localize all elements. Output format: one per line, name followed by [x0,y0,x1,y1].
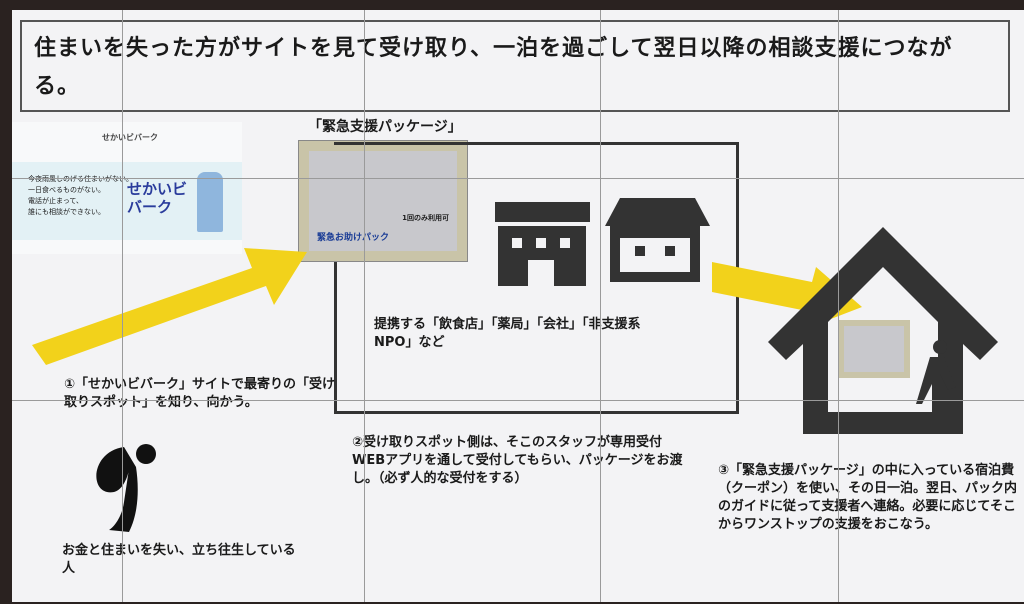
house-icon [768,227,998,434]
website-hero: 今夜雨風しのげる住まいがない。 一日食べるものがない。 電話が止まって、 誰にも… [12,162,242,240]
shop-icons [495,198,710,286]
grid-line [364,10,365,602]
envelope-title: 緊急お助けパック [317,233,390,243]
arrow-1 [32,248,307,365]
hero-line: 誰にも相談ができない。 [28,208,105,216]
grid-line [12,400,1024,401]
grid-line [12,178,1024,179]
hero-brand: せかいビバーク [127,180,188,216]
hero-line: 一日食べるものがない。 [28,186,105,194]
envelope-note: 1回のみ利用可 [402,214,449,222]
package-photo: 緊急お助けパック 1回のみ利用可 [298,140,468,262]
slide: 住まいを失った方がサイトを見て受け取り、一泊を過ごして翌日以降の相談支援につなが… [12,10,1024,602]
shop-icon [495,202,590,286]
website-logo: せかいビバーク [102,133,158,142]
package-label: 「緊急支援パッケージ」 [308,119,462,135]
hero-line: 電話が止まって、 [28,197,84,205]
office-icon [605,198,710,282]
website-screenshot: せかいビバーク 今夜雨風しのげる住まいがない。 一日食べるものがない。 電話が止… [12,122,242,254]
person-text: お金と住まいを失い、立ち往生している人 [62,543,296,576]
partners-text: 提携する「飲食店」「薬局」「会社」「非支援系NPO」など [374,317,641,350]
step-2-text: ②受け取りスポット側は、そこのスタッフが専用受付WEBアプリを通して受付してもら… [352,435,683,486]
slide-title: 住まいを失った方がサイトを見て受け取り、一泊を過ごして翌日以降の相談支援につなが… [20,20,1010,112]
dog-illustration-icon [197,172,223,232]
grid-line [838,10,839,602]
hero-line: 今夜雨風しのげる住まいがない。 [28,175,133,183]
grid-line [600,10,601,602]
step-1-text: ①「せかいビバーク」サイトで最寄りの「受け取りスポット」を知り、向かう。 [64,377,336,410]
person-icon [916,340,956,414]
grid-line [122,10,123,602]
spot-box-edge [334,262,337,414]
step-3-text: ③「緊急支援パッケージ」の中に入っている宿泊費（クーポン）を使い、その日一泊。翌… [718,463,1018,532]
stranded-person-icon [96,444,156,532]
